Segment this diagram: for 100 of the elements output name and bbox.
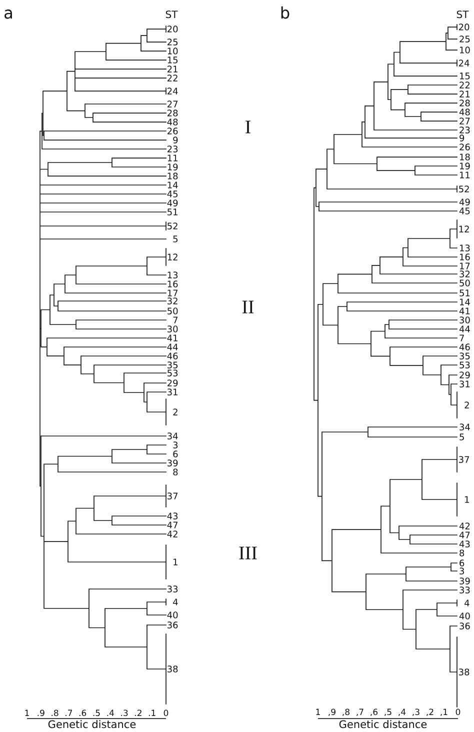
leaf-label: 49 xyxy=(167,200,178,206)
leaf-label: 11 xyxy=(460,172,470,178)
leaf-label: 21 xyxy=(168,66,178,72)
leaf-label: 35 xyxy=(460,352,470,360)
leaf-label: 16 xyxy=(168,280,178,288)
tick-label: .2 xyxy=(135,710,142,716)
leaf-label: 21 xyxy=(460,90,470,98)
leaf-label: 41 xyxy=(167,334,178,342)
leaf-label: 37 xyxy=(459,456,470,463)
leaf-label: 40 xyxy=(167,612,178,618)
leaf-label: 10 xyxy=(168,48,178,54)
leaf-label: 26 xyxy=(168,128,178,134)
leaf-label: 41 xyxy=(459,308,470,314)
tick-label: .3 xyxy=(121,710,128,716)
cluster-label: II xyxy=(242,300,254,314)
leaf-label: 22 xyxy=(460,82,470,88)
leaf-label: 36 xyxy=(460,622,470,630)
leaf-label: 31 xyxy=(460,380,470,388)
leaf-label: 9 xyxy=(173,136,178,144)
leaf-label: 28 xyxy=(168,110,178,116)
leaf-label: 12 xyxy=(168,254,178,260)
panel-letter: a xyxy=(4,10,12,19)
leaf-label: 5 xyxy=(460,434,464,440)
leaf-label: 22 xyxy=(168,74,178,82)
leaf-label: 43 xyxy=(459,540,470,548)
leaf-label: 46 xyxy=(167,352,178,360)
leaf-label: 49 xyxy=(459,198,470,206)
leaf-label: 28 xyxy=(460,100,470,106)
leaf-label: 30 xyxy=(460,316,470,324)
leaf-label: 31 xyxy=(168,388,178,396)
leaf-label: 48 xyxy=(167,118,178,126)
leaf-label: 48 xyxy=(459,108,470,116)
leaf-label: 33 xyxy=(460,586,470,594)
leaf-label: 9 xyxy=(460,134,464,142)
leaf-label: 39 xyxy=(168,460,178,466)
leaf-label: 30 xyxy=(168,326,178,332)
tick-label: .5 xyxy=(93,710,100,716)
leaf-label: 20 xyxy=(459,24,470,30)
tick-label: 1 xyxy=(25,710,29,716)
leaf-label: 15 xyxy=(460,72,470,80)
leaf-label: 3 xyxy=(173,442,178,448)
leaf-label: 33 xyxy=(168,586,178,592)
leaf-label: 12 xyxy=(459,226,469,232)
leaf-label: 26 xyxy=(460,144,470,150)
leaf-label: 25 xyxy=(460,36,470,42)
leaf-label: 34 xyxy=(168,432,178,440)
tick-label: ,5 xyxy=(384,708,392,716)
leaf-label: 44 xyxy=(459,326,470,332)
leaf-label: 35 xyxy=(168,362,178,368)
leaf-label: 42 xyxy=(167,530,178,538)
leaf-label: 44 xyxy=(167,344,178,350)
leaf-label: 46 xyxy=(459,344,470,350)
tick-label: ,6 xyxy=(370,708,378,716)
leaf-label: 53 xyxy=(460,362,470,368)
leaf-label: 23 xyxy=(168,146,178,152)
leaf-label: 32 xyxy=(460,270,470,278)
leaf-label: 7 xyxy=(173,316,178,324)
leaf-label: 18 xyxy=(460,154,470,160)
column-header: ST xyxy=(166,10,178,18)
axis-title: Genetic distance xyxy=(339,720,427,728)
tick-label: .9 xyxy=(38,710,44,716)
leaf-label: 4 xyxy=(464,600,470,606)
leaf-label: 38 xyxy=(168,666,178,672)
leaf-label: 24 xyxy=(168,88,178,94)
tick-label: .1 xyxy=(148,710,156,716)
leaf-label: 1 xyxy=(465,496,469,503)
leaf-label: 1 xyxy=(174,558,178,566)
leaf-label: 47 xyxy=(167,522,178,528)
leaf-label: 14 xyxy=(460,298,470,306)
leaf-label: 11 xyxy=(168,154,178,162)
leaf-label: 14 xyxy=(168,182,178,188)
leaf-label: 8 xyxy=(173,468,178,476)
tick-label: .7 xyxy=(66,710,72,716)
leaf-label: 6 xyxy=(460,560,464,566)
leaf-label: 50 xyxy=(460,280,470,286)
leaf-label: 39 xyxy=(460,578,470,584)
leaf-label: 42 xyxy=(459,522,470,530)
leaf-label: 2 xyxy=(464,402,469,408)
column-header: ST xyxy=(456,10,469,18)
axis-title: Genetic distance xyxy=(48,720,136,728)
leaf-label: 6 xyxy=(173,450,178,458)
leaf-label: 24 xyxy=(459,60,470,66)
leaf-label: 51 xyxy=(168,208,178,216)
leaf-label: 52 xyxy=(459,186,469,192)
leaf-label: 29 xyxy=(460,372,470,378)
leaf-label: 25 xyxy=(168,38,178,46)
leaf-label: 19 xyxy=(460,162,470,170)
leaf-label: 13 xyxy=(460,244,470,252)
leaf-label: 45 xyxy=(167,190,178,198)
leaf-label: 40 xyxy=(459,612,470,620)
tick-label: .8 xyxy=(52,710,58,716)
leaf-label: 15 xyxy=(168,56,178,64)
leaf-label: 8 xyxy=(460,550,464,556)
tick-label: ,9 xyxy=(328,708,336,716)
leaf-label: 5 xyxy=(173,236,178,242)
leaf-label: 38 xyxy=(459,668,470,676)
leaf-label: 10 xyxy=(460,46,470,54)
leaf-label: 7 xyxy=(460,334,464,342)
tick-label: .4 xyxy=(107,710,114,716)
leaf-label: 18 xyxy=(168,172,178,180)
